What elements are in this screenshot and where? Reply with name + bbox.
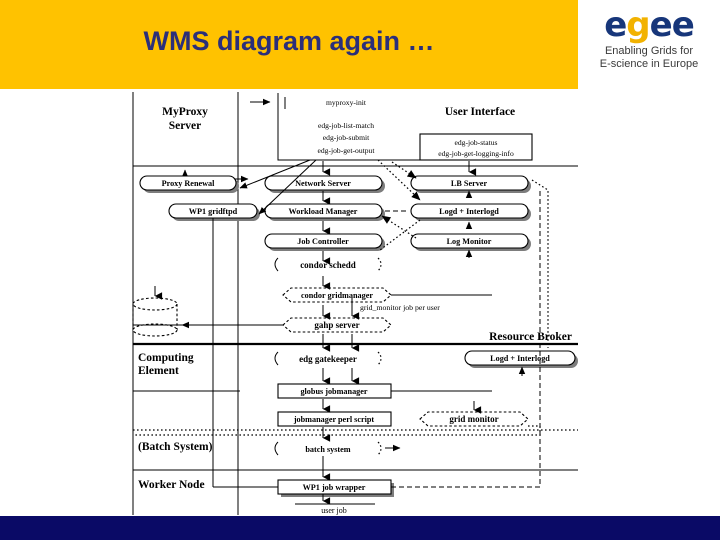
node-label-lb-server: LB Server — [451, 179, 488, 188]
node-label-wp1-gridftpd: WP1 gridftpd — [189, 207, 238, 216]
zone-label-computing-element: Computing — [138, 352, 194, 364]
node-proxy-renewal[interactable]: Proxy Renewal — [139, 175, 239, 193]
ui-cmd-status: edg-job-status — [454, 138, 497, 147]
logo-letter-ee: ee — [649, 5, 695, 45]
logo-letter-g: g — [626, 5, 650, 45]
node-gahp-server[interactable]: gahp server — [282, 317, 392, 333]
diagram-frame — [132, 92, 578, 515]
node-label-batch-system: batch system — [305, 445, 350, 454]
egee-tagline-line2: E-science in Europe — [599, 58, 699, 70]
node-lb-server[interactable]: LB Server — [410, 175, 531, 193]
horizontal-connectors — [133, 218, 492, 488]
node-log-monitor[interactable]: Log Monitor — [410, 233, 531, 251]
wms-diagram: MyProxy Server User Interface Resource B… — [120, 90, 590, 515]
zone-label-myproxy-2: Server — [169, 120, 202, 132]
title-band — [0, 0, 578, 89]
grid-monitor-branch: grid_monitor job per user — [351, 295, 440, 385]
node-wp1-gridftpd[interactable]: WP1 gridftpd — [168, 203, 260, 221]
node-label-proxy-renewal: Proxy Renewal — [162, 179, 216, 188]
egee-logo-wordmark: egee — [586, 8, 712, 42]
node-label-logd-interlogd: Logd + Interlogd — [439, 207, 499, 216]
node-label-log-monitor: Log Monitor — [447, 237, 492, 246]
egee-logo: egee Enabling Grids for E-science in Eur… — [586, 8, 712, 80]
dashed-links — [133, 190, 541, 488]
zone-label-user-interface: User Interface — [445, 106, 515, 118]
storage-cylinder-icon — [132, 286, 178, 337]
logo-letter-e1: e — [604, 5, 627, 45]
node-label-network-server: Network Server — [295, 179, 351, 188]
zone-labels: MyProxy Server User Interface Resource B… — [138, 106, 572, 491]
node-label-edg-gatekeeper: edg gatekeeper — [299, 354, 357, 364]
node-condor-schedd[interactable]: condor schedd — [274, 257, 382, 272]
footer-band — [0, 516, 720, 540]
node-wp1-job-wrapper[interactable]: WP1 job wrapper — [277, 479, 394, 497]
page-title: WMS diagram again … — [143, 26, 435, 56]
node-grid-monitor[interactable]: grid monitor — [419, 411, 529, 427]
zone-label-worker-node: Worker Node — [138, 479, 205, 491]
node-globus-jobmanager[interactable]: globus jobmanager — [277, 383, 392, 399]
zone-label-resource-broker: Resource Broker — [489, 331, 572, 343]
ui-command-box-right: edg-job-status edg-job-get-logging-info — [419, 133, 533, 161]
node-ce-logd-interlogd[interactable]: Logd + Interlogd — [464, 350, 578, 368]
egee-logo-tagline: Enabling Grids for E-science in Europe — [586, 45, 712, 71]
node-label-grid-monitor: grid monitor — [449, 414, 498, 424]
zone-label-batch-system: (Batch System) — [138, 441, 213, 453]
node-jobmanager-perl-script[interactable]: jobmanager perl script — [277, 411, 392, 427]
zone-label-myproxy: MyProxy — [162, 106, 208, 118]
node-label-jobmanager-perl-script: jobmanager perl script — [293, 415, 375, 424]
node-condor-gridmanager[interactable]: condor gridmanager — [282, 287, 392, 303]
node-edg-gatekeeper[interactable]: edg gatekeeper — [274, 351, 382, 366]
node-label-condor-schedd: condor schedd — [300, 260, 356, 270]
node-label-ce-logd-interlogd: Logd + Interlogd — [490, 354, 550, 363]
node-job-controller[interactable]: Job Controller — [264, 233, 385, 251]
ui-cmd-list-match: edg-job-list-match — [318, 121, 374, 130]
node-label-condor-gridmanager: condor gridmanager — [301, 291, 373, 300]
node-logd-interlogd[interactable]: Logd + Interlogd — [410, 203, 531, 221]
node-label-gahp-server: gahp server — [314, 320, 359, 330]
diagonal-flows — [239, 159, 549, 348]
egee-tagline-line1: Enabling Grids for — [604, 45, 694, 57]
node-label-wp1-job-wrapper: WP1 job wrapper — [303, 483, 366, 492]
ui-command-box-left: myproxy-init edg-job-list-match edg-job-… — [277, 93, 420, 161]
ui-cmd-get-output: edg-job-get-output — [318, 146, 376, 155]
node-label-globus-jobmanager: globus jobmanager — [300, 387, 367, 396]
zone-label-computing-element-2: Element — [138, 365, 179, 377]
flow-arrows — [235, 161, 526, 505]
node-label-user-job: user job — [321, 506, 347, 515]
node-user-job[interactable]: user job — [295, 503, 375, 515]
node-workload-manager[interactable]: Workload Manager — [264, 203, 385, 221]
ui-cmd-myproxy-init: myproxy-init — [326, 98, 367, 107]
annotation-grid-monitor-job: grid_monitor job per user — [360, 303, 440, 312]
node-batch-system[interactable]: batch system — [274, 441, 382, 456]
node-label-workload-manager: Workload Manager — [289, 207, 358, 216]
node-label-job-controller: Job Controller — [297, 237, 349, 246]
node-network-server[interactable]: Network Server — [264, 175, 385, 193]
ui-cmd-logging-info: edg-job-get-logging-info — [438, 149, 514, 158]
ui-cmd-submit: edg-job-submit — [323, 133, 370, 142]
